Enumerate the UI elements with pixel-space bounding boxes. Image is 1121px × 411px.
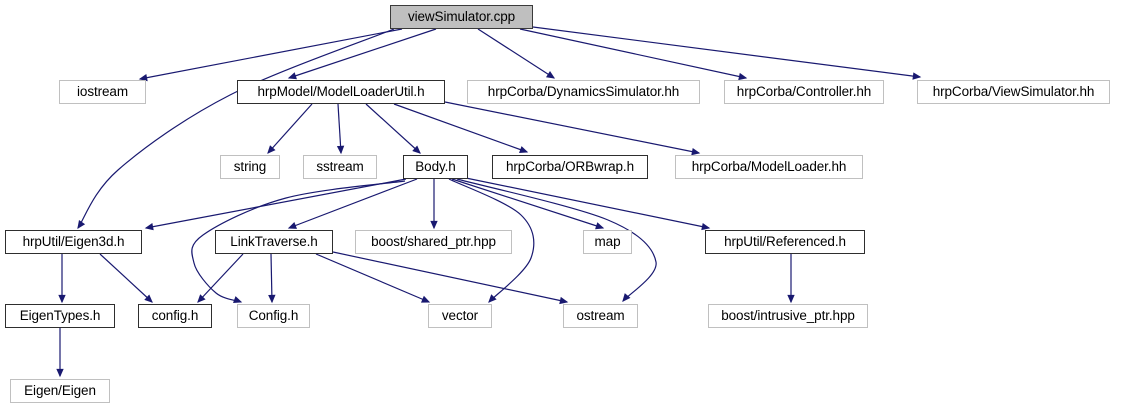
node-body-h[interactable]: Body.h: [403, 155, 468, 179]
edge-hrpmodel-modelloaderutil-h-to-string: [267, 103, 313, 154]
edge-viewsimulator-cpp-to-iostream: [138, 28, 403, 82]
edge-body-h-to-linktraverse-h: [287, 178, 418, 229]
node-config-h[interactable]: config.h: [138, 304, 212, 328]
edge-hrpmodel-modelloaderutil-h-to-body-h: [365, 103, 421, 154]
edge-hrpmodel-modelloaderutil-h-to-hrpcorba-orbwrap-h: [393, 103, 529, 154]
edge-body-h-to-vector: [448, 178, 535, 303]
node-hrpcorba-modelloader-hh: hrpCorba/ModelLoader.hh: [675, 155, 863, 179]
edge-body-h-to-map: [451, 178, 605, 230]
edge-body-h-to-hrputil-eigen3d-h: [144, 178, 407, 231]
edge-hrpmodel-modelloaderutil-h-to-sstream: [336, 103, 345, 155]
edge-viewsimulator-cpp-to-hrpcorba-dynamicssimulator-hh: [477, 28, 556, 79]
edge-body-h-to-hrputil-referenced-h: [460, 176, 711, 231]
node-eigen-eigen: Eigen/Eigen: [10, 379, 110, 403]
node-hrpcorba-viewsimulator-hh: hrpCorba/ViewSimulator.hh: [917, 80, 1110, 104]
edge-linktraverse-h-to-ostream: [332, 251, 569, 305]
edge-viewsimulator-cpp-to-hrpcorba-controller-hh: [519, 28, 748, 81]
node-hrputil-referenced-h[interactable]: hrpUtil/Referenced.h: [705, 230, 865, 254]
edge-viewsimulator-cpp-to-hrpmodel-modelloaderutil-h: [287, 28, 437, 80]
edge-linktraverse-h-to-vector: [315, 253, 431, 303]
edge-linktraverse-h-to-config-cap-h: [268, 253, 276, 304]
node-hrpcorba-controller-hh: hrpCorba/Controller.hh: [724, 80, 884, 104]
edge-hrpmodel-modelloaderutil-h-to-hrpcorba-modelloader-hh: [444, 101, 701, 156]
edge-hrputil-eigen3d-h-to-config-h: [99, 253, 153, 303]
node-boost-shared-ptr-hpp: boost/shared_ptr.hpp: [355, 230, 512, 254]
node-linktraverse-h[interactable]: LinkTraverse.h: [215, 230, 333, 254]
node-hrpcorba-orbwrap-h[interactable]: hrpCorba/ORBwrap.h: [492, 155, 648, 179]
node-viewsimulator-cpp: viewSimulator.cpp: [390, 5, 533, 29]
node-sstream: sstream: [303, 155, 377, 179]
node-string: string: [220, 155, 280, 179]
node-hrputil-eigen3d-h[interactable]: hrpUtil/Eigen3d.h: [5, 230, 142, 254]
node-config-cap-h: Config.h: [237, 304, 310, 328]
node-hrpcorba-dynamicssimulator-hh: hrpCorba/DynamicsSimulator.hh: [467, 80, 700, 104]
node-hrpmodel-modelloaderutil-h[interactable]: hrpModel/ModelLoaderUtil.h: [237, 80, 445, 104]
node-boost-intrusive-ptr-hpp: boost/intrusive_ptr.hpp: [708, 304, 868, 328]
node-map: map: [583, 230, 632, 254]
node-vector: vector: [428, 304, 492, 328]
node-eigentypes-h[interactable]: EigenTypes.h: [5, 304, 115, 328]
edge-linktraverse-h-to-config-h: [197, 253, 244, 303]
node-ostream: ostream: [563, 304, 638, 328]
edge-viewsimulator-cpp-to-hrputil-eigen3d-h: [77, 28, 395, 230]
edge-body-h-to-ostream: [456, 178, 657, 302]
edge-body-h-to-config-cap-h: [191, 180, 406, 304]
edge-viewsimulator-cpp-to-hrpcorba-viewsimulator-hh: [532, 26, 922, 80]
node-iostream: iostream: [59, 80, 146, 104]
